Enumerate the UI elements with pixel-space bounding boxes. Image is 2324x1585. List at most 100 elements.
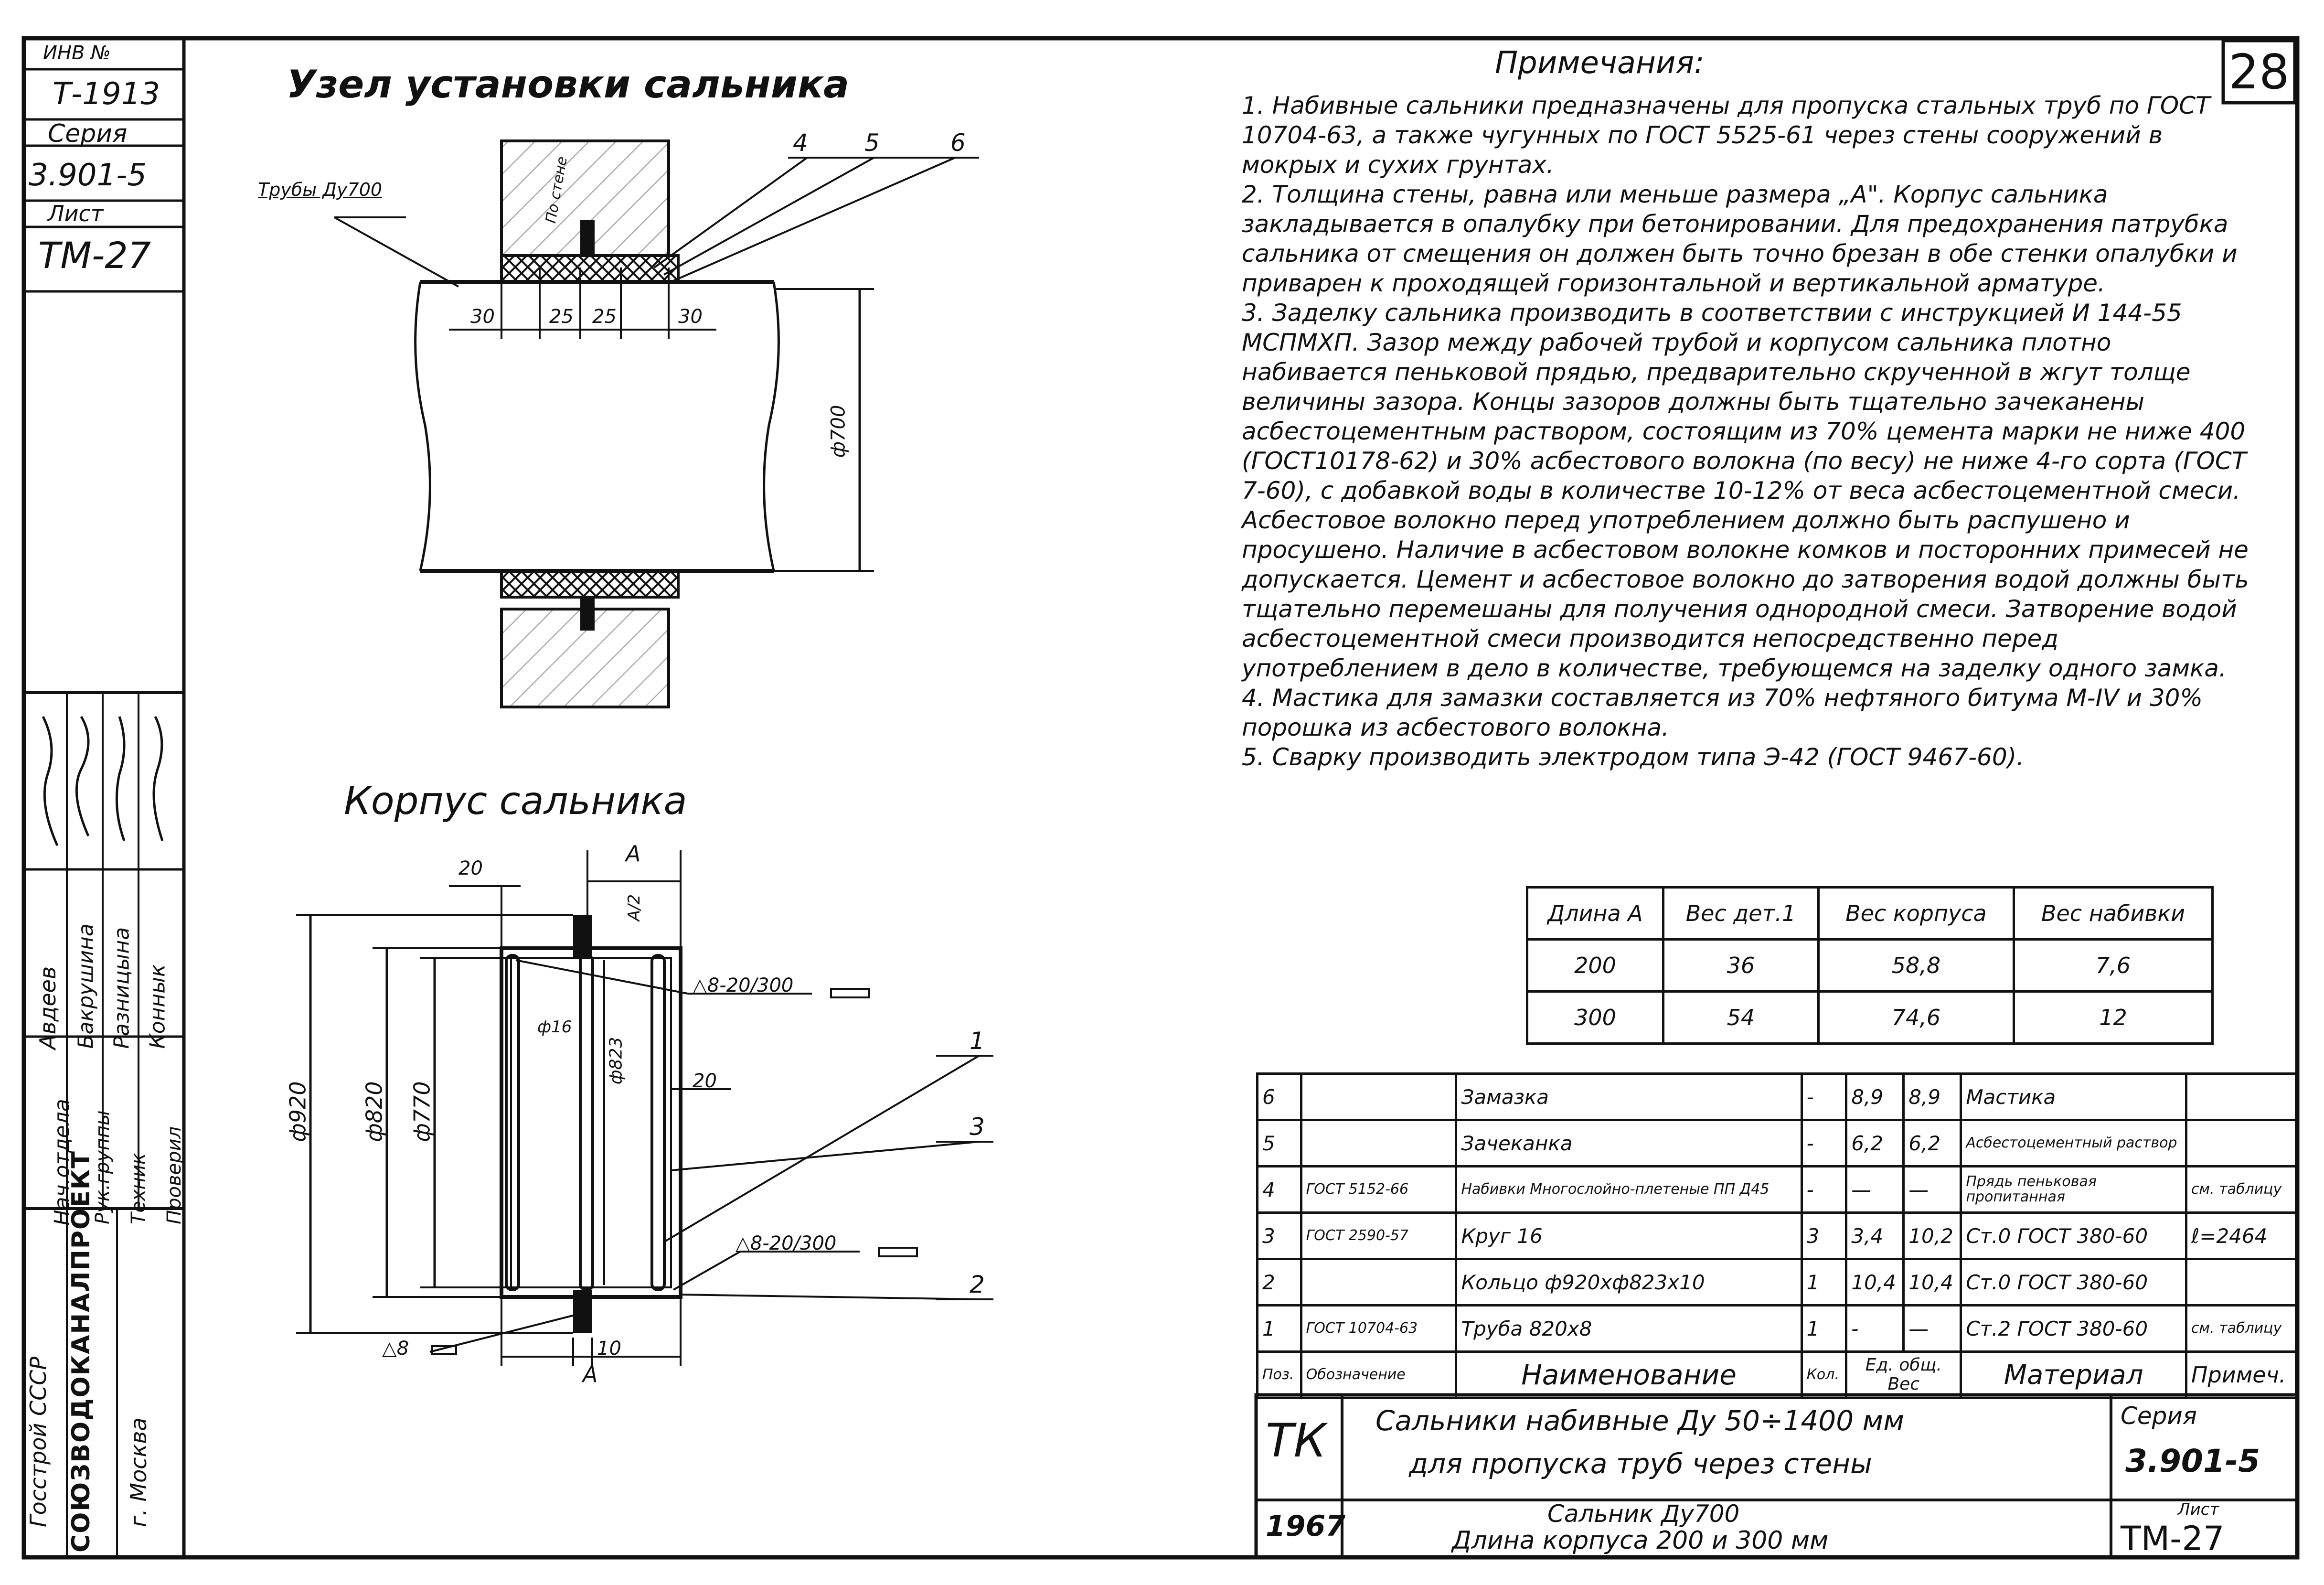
name-group: Бакрушина (74, 923, 98, 1049)
title-sheet: ТМ-27 (2121, 1519, 2225, 1558)
callout-6: 6 (950, 129, 966, 157)
spec-h-unit: Ед. (1865, 1355, 1894, 1375)
table-row: 300 54 74,6 12 (1526, 990, 2214, 1045)
dim-20-top: 20 (458, 857, 483, 879)
spec-name: Труба 820х8 (1455, 1304, 1803, 1353)
spec-unit-weight: 3,4 (1845, 1211, 1905, 1260)
callout-2: 2 (970, 1271, 985, 1298)
table-row: 6 Замазка - 8,9 8,9 Мастика (1256, 1072, 2298, 1121)
spec-qty: 3 (1800, 1211, 1848, 1260)
sheet-number-box (2221, 39, 2297, 105)
spec-total-weight: — (1902, 1165, 1962, 1214)
drawing2-title: Корпус сальника (344, 779, 687, 823)
spec-h-material: Материал (1960, 1350, 2187, 1399)
weights-cell: 200 (1526, 938, 1664, 993)
spec-pos: 2 (1256, 1258, 1302, 1307)
spec-header-row: Поз. Обозначение Наименование Кол. Ед. о… (1256, 1350, 2298, 1399)
spec-h-weight-label: Вес (1887, 1374, 1920, 1394)
dim-d770: ф770 (409, 1081, 435, 1142)
spec-h-pos: Поз. (1256, 1350, 1302, 1399)
spec-name: Кольцо ф920хф823х10 (1455, 1258, 1803, 1307)
spec-designation (1300, 1072, 1458, 1121)
weights-header: Длина А Вес дет.1 Вес корпуса Вес набивк… (1526, 886, 2214, 941)
spec-pos: 3 (1256, 1211, 1302, 1260)
spec-total-weight: 8,9 (1902, 1072, 1962, 1121)
notes-title: Примечания: (1495, 45, 1705, 81)
callout-3: 3 (970, 1113, 985, 1141)
sheet-frame (21, 36, 2300, 1560)
table-row: 5 Зачеканка - 6,2 6,2 Асбестоцементный р… (1256, 1119, 2298, 1167)
series-value: 3.901-5 (29, 158, 147, 193)
sheet-code: ТМ-27 (38, 234, 151, 277)
note-2: 2. Толщина стены, равна или меньше разме… (1242, 181, 2238, 297)
weld-label-3-text: 8 (396, 1338, 409, 1360)
spec-total-weight: — (1902, 1304, 1962, 1353)
weights-h-body: Вес корпуса (1817, 886, 2015, 941)
spec-total-weight: 10,4 (1902, 1258, 1962, 1307)
dim-a-bottom: А (583, 1361, 598, 1387)
spec-h-total: общ. (1899, 1355, 1942, 1375)
spec-material: Мастика (1960, 1072, 2187, 1121)
spec-name: Замазка (1455, 1072, 1803, 1121)
dim-20-right: 20 (693, 1070, 717, 1092)
spec-qty: - (1800, 1119, 1848, 1167)
weld-label-3: △8 (382, 1338, 409, 1360)
table-row: 4 ГОСТ 5152-66 Набивки Многослойно-плете… (1256, 1165, 2298, 1214)
spec-name: Набивки Многослойно-плетеные ПП Д45 (1455, 1165, 1803, 1214)
spec-qty: - (1800, 1165, 1848, 1214)
spec-note (2185, 1072, 2298, 1121)
spec-h-weight: Ед. общ. Вес (1845, 1350, 1962, 1399)
spec-h-name: Наименование (1455, 1350, 1803, 1399)
dim-a-half: А/2 (625, 894, 644, 921)
weights-h-length: Длина А (1526, 886, 1664, 941)
callout-4: 4 (793, 129, 808, 157)
spec-unit-weight: — (1845, 1165, 1905, 1214)
weld-label-1: △8-20/300 (693, 975, 794, 996)
callout-5: 5 (864, 129, 880, 157)
dim-d823: ф823 (606, 1037, 626, 1085)
drawing-1-gland-assembly (334, 139, 979, 708)
weights-h-part: Вес дет.1 (1662, 886, 1820, 941)
spec-pos: 6 (1256, 1072, 1302, 1121)
spec-designation: ГОСТ 5152-66 (1300, 1165, 1458, 1214)
spec-pos: 5 (1256, 1119, 1302, 1167)
sheet-number: 28 (2228, 44, 2290, 100)
spec-unit-weight: 6,2 (1845, 1119, 1905, 1167)
role-tech: Техник (128, 1153, 149, 1224)
note-1: 1. Набивные сальники предназначены для п… (1242, 92, 2210, 179)
spec-unit-weight: 8,9 (1845, 1072, 1905, 1121)
weights-table: Длина А Вес дет.1 Вес корпуса Вес набивк… (1526, 886, 2214, 1045)
sheet-label: Лист (48, 201, 104, 226)
weld-label-2-text: 8-20/300 (750, 1232, 837, 1254)
spec-name: Зачеканка (1455, 1119, 1803, 1167)
series-label: Серия (48, 119, 128, 148)
weights-cell: 36 (1662, 938, 1820, 993)
note-5: 5. Сварку производить электродом типа Э-… (1242, 743, 2025, 771)
spec-note: см. таблицу (2185, 1304, 2298, 1353)
spec-material: Асбестоцементный раствор (1960, 1119, 2187, 1167)
spec-material: Прядь пеньковая пропитанная (1960, 1165, 2187, 1214)
table-row: 200 36 58,8 7,6 (1526, 938, 2214, 993)
signature-4 (152, 716, 164, 841)
pipe-label: Трубы Ду700 (258, 179, 383, 200)
signature-2 (75, 716, 90, 837)
spec-total-weight: 10,2 (1902, 1211, 1962, 1260)
dim-10: 10 (597, 1338, 621, 1360)
spec-designation: ГОСТ 10704-63 (1300, 1304, 1458, 1353)
spec-h-designation: Обозначение (1300, 1350, 1458, 1399)
spec-name: Круг 16 (1455, 1211, 1803, 1260)
dim-a-top: А (626, 841, 641, 867)
dim-25-a: 25 (549, 306, 574, 328)
inv-label: ИНВ № (43, 42, 111, 64)
org-top: Госстрой СССР (25, 1356, 51, 1527)
spec-h-note: Примеч. (2185, 1350, 2298, 1399)
role-check: Проверил (163, 1126, 185, 1224)
name-head: Авдеев (35, 966, 61, 1050)
dim-d920: ф920 (285, 1081, 311, 1142)
notes-list: 1. Набивные сальники предназначены для п… (1242, 91, 2249, 772)
spec-total-weight: 6,2 (1902, 1119, 1962, 1167)
spec-note (2185, 1258, 2298, 1307)
weights-cell: 12 (2012, 990, 2214, 1045)
org-main: СОЮЗВОДОКАНАЛПРОЕКТ (67, 1150, 96, 1553)
spec-designation (1300, 1258, 1458, 1307)
